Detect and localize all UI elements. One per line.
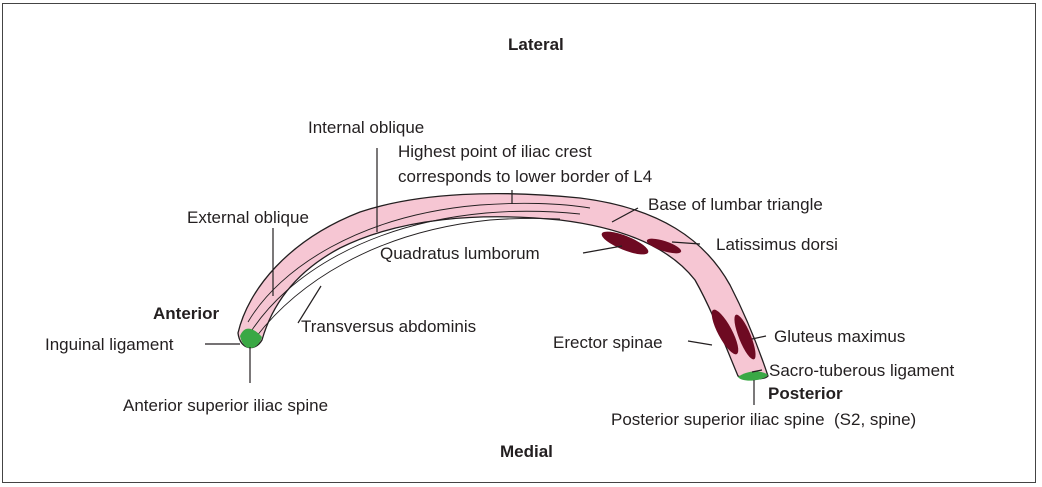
external-oblique-label: External oblique: [187, 208, 309, 227]
latissimus-dorsi-label: Latissimus dorsi: [716, 235, 838, 254]
quadratus-lumborum-label: Quadratus lumborum: [380, 244, 540, 263]
lateral-label: Lateral: [508, 35, 564, 54]
inguinal-ligament-label: Inguinal ligament: [45, 335, 174, 354]
iliac-crest-shape: [238, 194, 768, 379]
internal-oblique-label: Internal oblique: [308, 118, 424, 137]
asis-label: Anterior superior iliac spine: [123, 396, 328, 415]
sacrotuberous-ligament-label: Sacro-tuberous ligament: [769, 361, 954, 380]
erector-spinae-label: Erector spinae: [553, 333, 663, 352]
highest-point-label-line2: corresponds to lower border of L4: [398, 167, 652, 186]
base-lumbar-triangle-label: Base of lumbar triangle: [648, 195, 823, 214]
gluteus-maximus-label: Gluteus maximus: [774, 327, 905, 346]
medial-label: Medial: [500, 442, 553, 461]
posterior-label: Posterior: [768, 384, 843, 403]
psis-label: Posterior superior iliac spine (S2, spin…: [611, 410, 916, 429]
highest-point-label-line1: Highest point of iliac crest: [398, 142, 592, 161]
anterior-label: Anterior: [153, 304, 220, 323]
transversus-abdominis-label: Transversus abdominis: [301, 317, 476, 336]
